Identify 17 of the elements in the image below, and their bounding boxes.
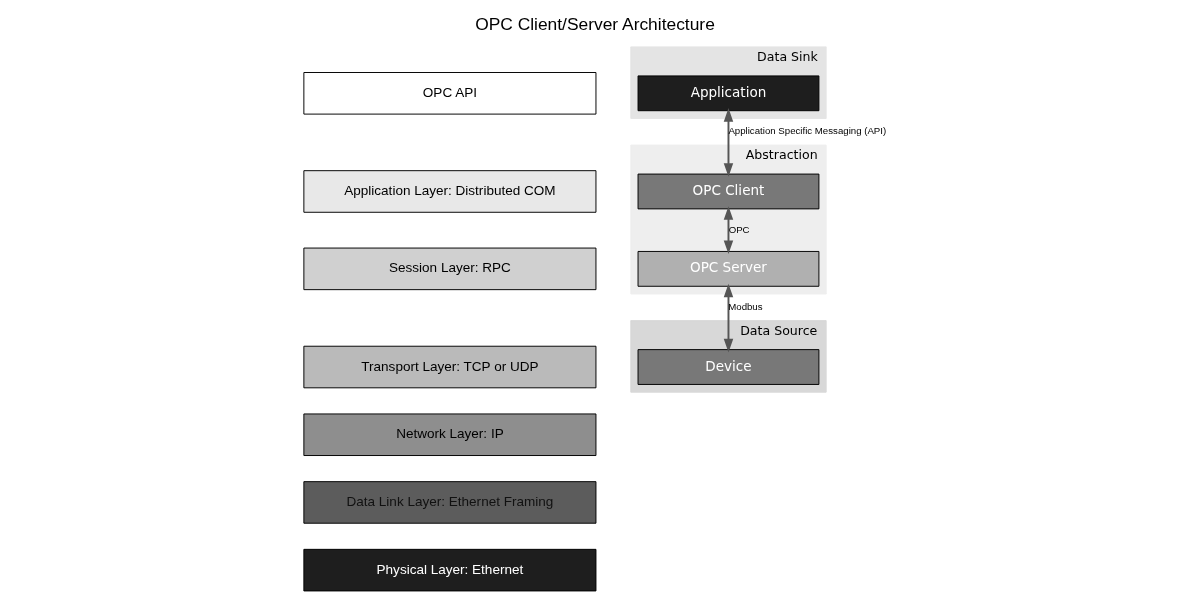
diagram-title: OPC Client/Server Architecture xyxy=(474,13,715,34)
node-box: OPC Client xyxy=(637,173,819,210)
edge-label: Modbus xyxy=(727,300,763,312)
node-box: Device xyxy=(637,349,819,385)
node-box: Application xyxy=(637,75,819,112)
node-box: Network Layer: IP xyxy=(302,413,596,456)
arrow xyxy=(723,206,733,255)
node-box: Physical Layer: Ethernet xyxy=(302,548,596,592)
node-box: Data Link Layer: Ethernet Framing xyxy=(302,481,596,524)
arrow xyxy=(723,283,733,353)
arrow xyxy=(723,108,733,177)
node-box: OPC API xyxy=(302,72,596,115)
edge-label: OPC xyxy=(728,223,750,235)
node-box: Transport Layer: TCP or UDP xyxy=(302,345,596,389)
node-box: Application Layer: Distributed COM xyxy=(302,170,596,213)
node-box: OPC Server xyxy=(637,250,819,287)
node-box: Session Layer: RPC xyxy=(302,247,596,291)
